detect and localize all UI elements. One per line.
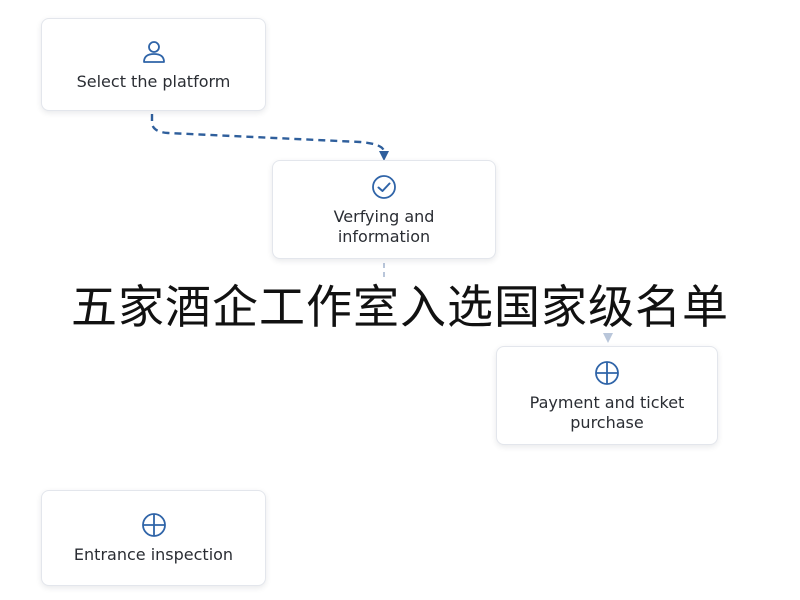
node-entrance[interactable]: Entrance inspection (41, 490, 266, 586)
node-label: Entrance inspection (73, 545, 234, 564)
node-verifying[interactable]: Verfying and information (272, 160, 496, 259)
node-label: Verfying and information (333, 206, 435, 246)
crosshair-circle-icon (595, 360, 619, 385)
crosshair-circle-icon (141, 513, 166, 537)
node-label: Select the platform (76, 71, 231, 91)
node-select-platform[interactable]: Select the platform (41, 18, 266, 111)
node-payment[interactable]: Payment and ticket purchase (496, 346, 718, 445)
user-icon (142, 40, 165, 63)
overlay-caption: 五家酒企工作室入选国家级名单 (71, 280, 729, 334)
node-label: Payment and ticket purchase (529, 392, 685, 432)
edge-select-to-verifying (150, 114, 389, 161)
check-circle-icon (372, 174, 396, 199)
